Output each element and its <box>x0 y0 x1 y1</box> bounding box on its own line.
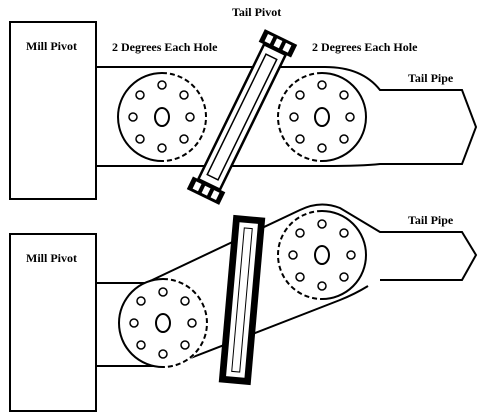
top-left-degrees-label: 2 Degrees Each Hole <box>112 40 218 54</box>
bottom-panel: Mill Pivot <box>9 203 478 412</box>
top-tail-pivot-link <box>186 29 298 205</box>
top-arm-band <box>96 66 478 167</box>
bottom-mill-pivot-label: Mill Pivot <box>26 251 77 265</box>
bottom-mill-pivot-box <box>9 233 97 412</box>
top-panel: Mill Pivot <box>9 5 478 205</box>
top-mill-pivot-label: Mill Pivot <box>26 39 77 53</box>
top-right-gear-wheel <box>276 71 367 163</box>
bottom-right-gear-wheel <box>276 209 367 301</box>
top-left-gear-wheel <box>117 71 208 163</box>
top-mill-pivot-box <box>9 21 97 200</box>
top-tail-pivot-label: Tail Pivot <box>232 5 281 19</box>
bottom-crossing-band <box>147 203 478 367</box>
bottom-left-gear-wheel <box>118 277 209 369</box>
top-tail-pipe-label: Tail Pipe <box>408 71 454 85</box>
bottom-tail-pipe-label: Tail Pipe <box>408 213 454 227</box>
top-right-degrees-label: 2 Degrees Each Hole <box>312 40 418 54</box>
bottom-tail-pivot-link <box>218 214 266 386</box>
